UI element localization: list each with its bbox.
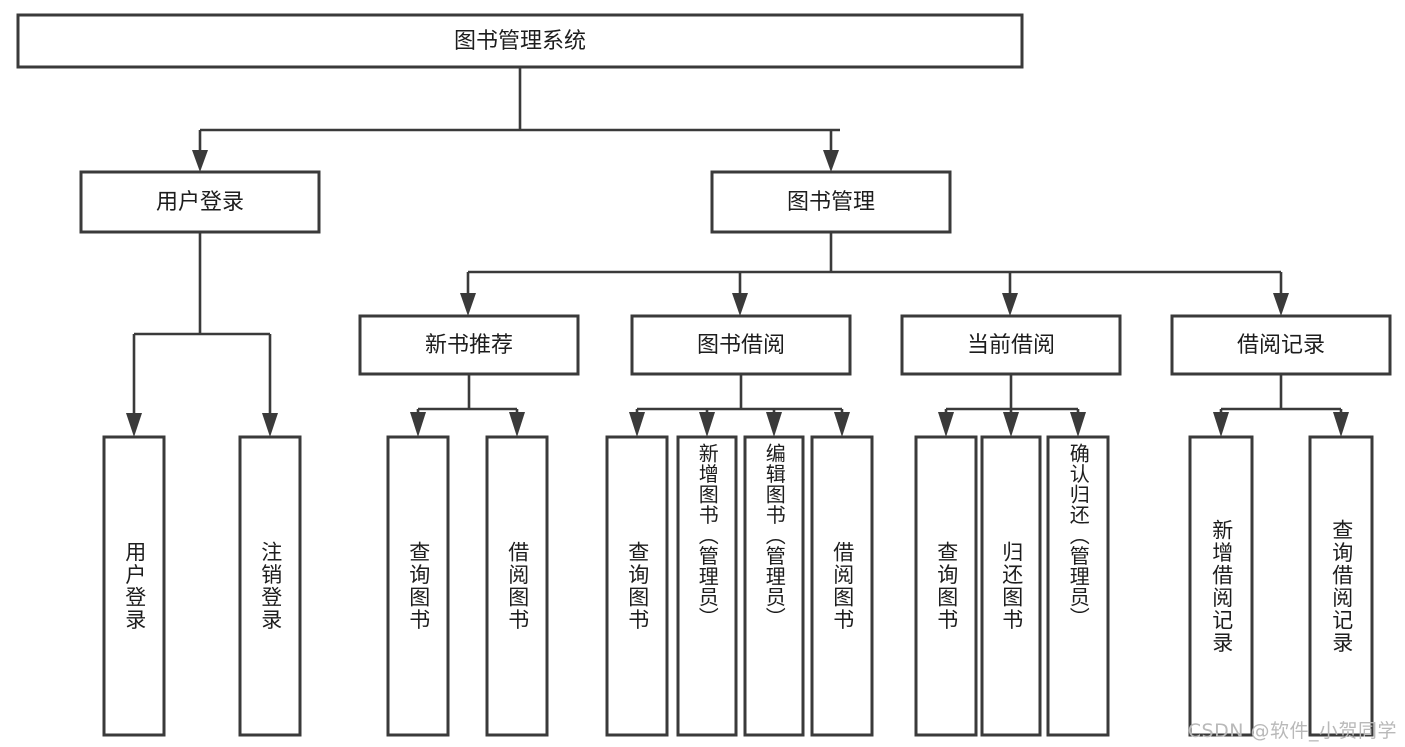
node-root-box[interactable] <box>16 13 1024 69</box>
leaf-label-add-book-admin-wrap: 新增图书（管理员） <box>678 437 736 735</box>
node-leaf-query-book-borrow-box[interactable] <box>605 435 669 737</box>
leaf-label-add-borrow-record: 新增借阅记录 <box>1209 518 1234 654</box>
leaf-label-query-book-borrow: 查询图书 <box>625 541 650 631</box>
node-book-borrow-label: 图书借阅 <box>697 333 785 358</box>
node-leaf-borrow-book-rec-box[interactable] <box>485 435 549 737</box>
node-user-login-box[interactable] <box>79 170 321 234</box>
node-leaf-query-book-rec-box[interactable] <box>386 435 450 737</box>
arrow-root-to-user-login <box>192 150 208 172</box>
edge-group-root <box>192 67 840 172</box>
node-book-manage[interactable]: 图书管理 <box>710 170 952 234</box>
leaf-label-add-borrow-record-wrap: 新增借阅记录 <box>1190 437 1252 735</box>
node-current-borrow-box[interactable] <box>900 314 1122 376</box>
leaf-label-return-book-wrap: 归还图书 <box>982 437 1040 735</box>
leaf-label-borrow-book: 借阅图书 <box>830 541 855 631</box>
node-borrow-record-label: 借阅记录 <box>1237 333 1325 358</box>
leaf-label-confirm-return-wrap: 确认归还（管理员） <box>1048 437 1108 735</box>
node-current-borrow[interactable]: 当前借阅 <box>900 314 1122 376</box>
edge-group-user-login <box>126 232 278 437</box>
node-book-manage-label: 图书管理 <box>787 190 875 215</box>
arrow-bb-to-edit-book <box>766 412 782 437</box>
leaf-label-edit-book-admin-wrap: 编辑图书（管理员） <box>745 437 803 735</box>
node-user-login-label: 用户登录 <box>156 190 244 215</box>
node-current-borrow-label: 当前借阅 <box>967 333 1055 358</box>
arrow-cb-to-return-book <box>1003 412 1019 437</box>
leaf-label-user-login: 用户登录 <box>122 541 147 631</box>
node-leaf-borrow-book-box[interactable] <box>810 435 874 737</box>
arrow-cb-to-query-book <box>938 412 954 437</box>
arrow-bb-to-query-book <box>629 412 645 437</box>
leaf-label-borrow-book-rec: 借阅图书 <box>505 541 530 631</box>
node-book-borrow-box[interactable] <box>630 314 852 376</box>
leaf-label-query-book-borrow-wrap: 查询图书 <box>607 437 667 735</box>
leaf-label-query-borrow-record-wrap: 查询借阅记录 <box>1310 437 1372 735</box>
leaf-label-confirm-return: 确认归还（管理员） <box>1066 443 1091 628</box>
node-leaf-query-book-cur-box[interactable] <box>914 435 978 737</box>
leaf-label-user-login-wrap: 用户登录 <box>104 437 164 735</box>
leaf-label-logout: 注销登录 <box>258 541 283 631</box>
leaf-boxes <box>102 435 1374 737</box>
leaf-label-return-book: 归还图书 <box>999 541 1024 631</box>
node-user-login[interactable]: 用户登录 <box>79 170 321 234</box>
arrow-bb-to-borrow-book <box>834 412 850 437</box>
leaf-label-edit-book-admin: 编辑图书（管理员） <box>762 443 787 628</box>
node-leaf-query-borrow-record-box[interactable] <box>1308 435 1374 737</box>
arrow-cb-to-confirm-return <box>1070 412 1086 437</box>
node-new-book-rec-label: 新书推荐 <box>425 333 513 358</box>
node-new-book-rec[interactable]: 新书推荐 <box>358 314 580 376</box>
leaf-label-borrow-book-rec-wrap: 借阅图书 <box>487 437 547 735</box>
edge-group-borrow-record <box>1213 374 1349 437</box>
node-book-manage-box[interactable] <box>710 170 952 234</box>
node-leaf-add-borrow-record-box[interactable] <box>1188 435 1254 737</box>
node-leaf-add-book-admin-box[interactable] <box>676 435 738 737</box>
leaf-label-query-book-rec-wrap: 查询图书 <box>388 437 448 735</box>
leaf-label-query-book-cur: 查询图书 <box>934 541 959 631</box>
edge-group-new-book-rec <box>410 374 525 437</box>
arrow-ul-to-user-login <box>126 413 142 437</box>
edge-group-current-borrow <box>938 374 1086 437</box>
arrow-bm-to-borrow-record <box>1273 293 1289 316</box>
node-leaf-return-book-box[interactable] <box>980 435 1042 737</box>
arrow-bm-to-new-book-rec <box>460 293 476 316</box>
leaf-label-query-book-cur-wrap: 查询图书 <box>916 437 976 735</box>
arrow-nbr-to-query-book <box>410 412 426 437</box>
arrow-br-to-add-record <box>1213 412 1229 437</box>
edge-group-book-borrow <box>629 374 850 437</box>
leaf-label-query-borrow-record: 查询借阅记录 <box>1329 518 1354 654</box>
arrow-bb-to-add-book <box>699 412 715 437</box>
arrow-bm-to-current-borrow <box>1002 293 1018 316</box>
arrow-root-to-book-manage <box>823 150 839 172</box>
node-borrow-record-box[interactable] <box>1170 314 1392 376</box>
leaf-label-add-book-admin: 新增图书（管理员） <box>695 443 720 628</box>
node-root[interactable]: 图书管理系统 <box>16 13 1024 69</box>
leaf-label-query-book-rec: 查询图书 <box>406 541 431 631</box>
edge-group-book-manage <box>460 232 1289 316</box>
node-borrow-record[interactable]: 借阅记录 <box>1170 314 1392 376</box>
node-leaf-confirm-return-box[interactable] <box>1046 435 1110 737</box>
node-book-borrow[interactable]: 图书借阅 <box>630 314 852 376</box>
arrow-bm-to-book-borrow <box>732 293 748 316</box>
leaf-label-borrow-book-wrap: 借阅图书 <box>812 437 872 735</box>
arrow-nbr-to-borrow-book <box>509 412 525 437</box>
node-new-book-rec-box[interactable] <box>358 314 580 376</box>
leaf-label-logout-wrap: 注销登录 <box>240 437 300 735</box>
watermark-text: CSDN @软件_小贺同学 <box>1187 720 1397 742</box>
arrow-ul-to-logout <box>262 413 278 437</box>
node-root-label: 图书管理系统 <box>454 29 586 54</box>
node-leaf-edit-book-admin-box[interactable] <box>743 435 805 737</box>
node-leaf-logout-box[interactable] <box>238 435 302 737</box>
node-leaf-user-login-box[interactable] <box>102 435 166 737</box>
arrow-br-to-query-record <box>1333 412 1349 437</box>
